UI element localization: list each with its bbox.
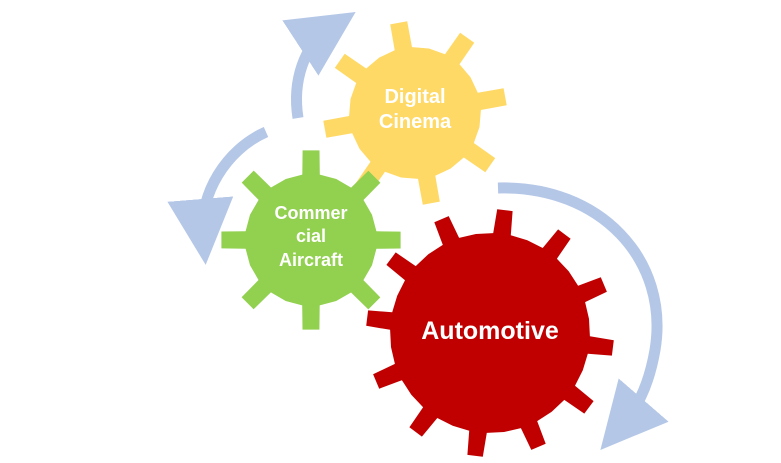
label-line: cial [295,226,327,247]
label-line: Digital [384,86,446,108]
cycle-arrow-left [167,126,269,265]
label-line: Cinema [378,111,452,133]
label-digital-cinema: Digital Cinema [355,85,475,135]
gear-automotive [366,209,614,457]
label-line: Aircraft [278,249,344,270]
cycle-arrow-right [497,182,669,450]
label-line: Commer [274,203,348,223]
gear-commercial-aircraft [221,150,401,330]
gear-digital-cinema [323,21,507,205]
label-line: Automotive [421,317,559,345]
label-automotive: Automotive [400,316,580,347]
label-commercial-aircraft: Commer cial Aircraft [250,202,372,272]
cycle-arrow-top [282,11,356,119]
